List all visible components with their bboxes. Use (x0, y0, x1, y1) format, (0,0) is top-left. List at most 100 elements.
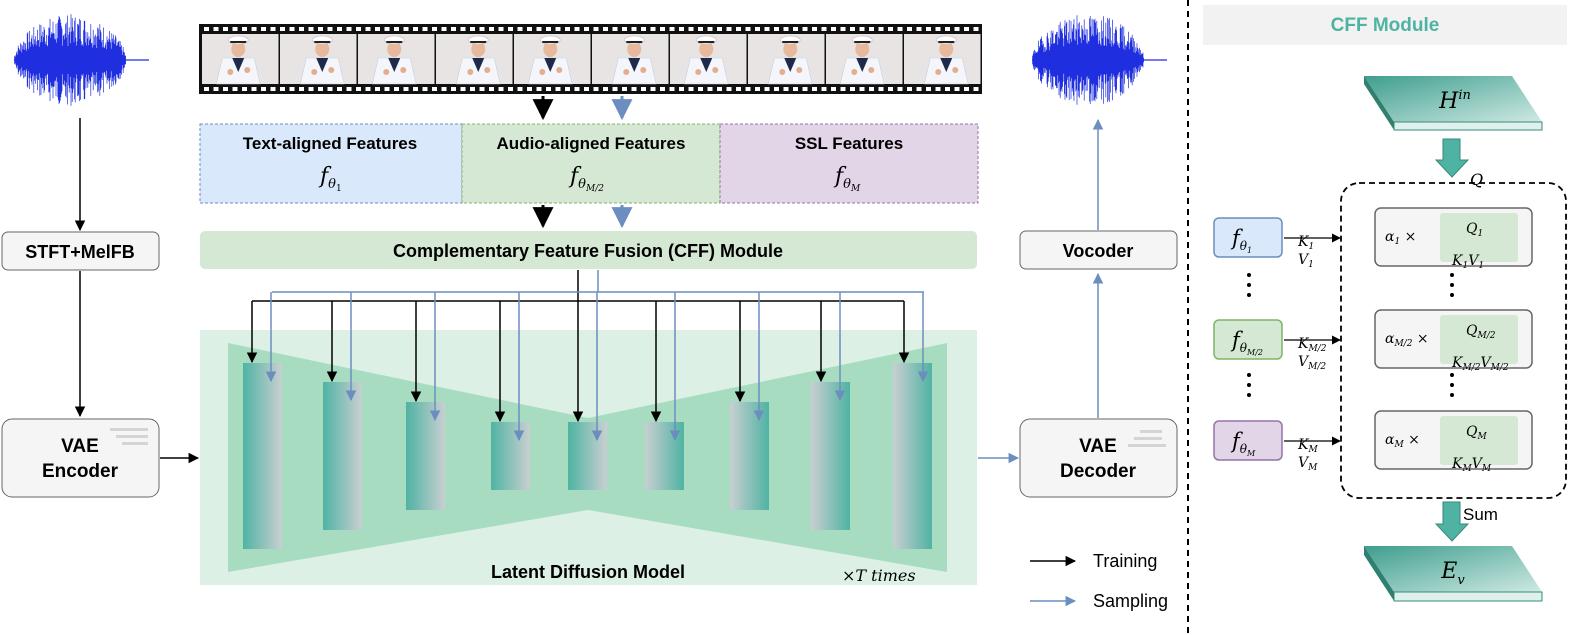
key-label: KM/2 (1297, 336, 1327, 354)
film-perforation (916, 87, 922, 91)
value-label: VM/2 (1298, 354, 1326, 372)
film-perforation (793, 27, 798, 31)
film-perforation (375, 27, 380, 31)
vae-decoder-box: VAE Decoder (1019, 418, 1178, 498)
film-perforation (213, 87, 219, 91)
film-perforation (413, 27, 418, 31)
sum-label: Sum (1463, 505, 1498, 524)
film-perforation (859, 27, 865, 31)
film-perforation (935, 87, 941, 91)
film-perforation (717, 27, 722, 31)
film-perforation (698, 27, 703, 31)
text-aligned-features-box: Text-aligned Features fθ1 (199, 123, 463, 204)
film-perforation (764, 87, 770, 91)
feature-symbol: fθ1 (1230, 226, 1252, 255)
q-sub-label: QM/2 (1466, 323, 1496, 341)
film-perforation (441, 27, 447, 31)
film-perforation (869, 27, 874, 31)
film-perforation (356, 87, 361, 91)
film-perforation (964, 27, 969, 31)
film-perforation (223, 27, 228, 31)
ssl-features-box: SSL Features fθM (719, 123, 979, 204)
film-perforation (337, 87, 342, 91)
qkv-box (1440, 416, 1518, 465)
film-perforation (964, 87, 969, 91)
unet-block (243, 363, 282, 549)
q-sub-label: QM (1466, 424, 1487, 442)
film-perforation (916, 27, 922, 31)
film-perforation (669, 87, 675, 91)
film-perforation (565, 27, 570, 31)
video-frame (670, 34, 747, 85)
film-perforation (337, 27, 342, 31)
kv-product-label: K1V1 (1451, 253, 1484, 271)
film-perforation (508, 27, 513, 31)
film-perforation (346, 27, 352, 31)
key-label: KM (1297, 437, 1318, 455)
ellipsis-dots (1450, 273, 1454, 297)
film-perforation (403, 27, 409, 31)
film-perforation (802, 27, 808, 31)
h-in-label: Hin (1438, 88, 1471, 114)
film-perforation (973, 27, 979, 31)
unet-block (811, 382, 850, 530)
film-perforation (631, 27, 637, 31)
unet-block (323, 382, 362, 530)
output-waveform (1032, 15, 1167, 105)
film-perforation (517, 27, 523, 31)
film-perforation (470, 27, 475, 31)
film-perforation (394, 27, 399, 31)
film-perforation (574, 87, 580, 91)
film-perforation (384, 87, 390, 91)
film-perforation (736, 87, 741, 91)
vocoder-box: Vocoder (1019, 230, 1178, 270)
audio-aligned-features-box: Audio-aligned Features fθM/2 (461, 123, 721, 204)
film-perforation (698, 87, 703, 91)
film-perforation (308, 87, 314, 91)
film-perforation (584, 27, 589, 31)
film-perforation (755, 87, 760, 91)
film-perforation (660, 87, 665, 91)
qkv-box (1440, 213, 1518, 262)
key-label: K1 (1297, 234, 1314, 252)
video-frame (514, 34, 591, 85)
film-perforation (660, 27, 665, 31)
film-perforation (812, 27, 817, 31)
kv-product-label: KM/2VM/2 (1451, 355, 1509, 373)
feature-box (1213, 319, 1283, 360)
film-perforation (707, 87, 713, 91)
alpha-label: α1 × (1385, 229, 1416, 247)
film-perforation (764, 27, 770, 31)
film-perforation (897, 87, 903, 91)
film-perforation (650, 27, 656, 31)
film-perforation (878, 87, 884, 91)
film-perforation (213, 27, 219, 31)
film-perforation (375, 87, 380, 91)
film-perforation (821, 27, 827, 31)
film-perforation (299, 87, 304, 91)
film-perforation (935, 27, 941, 31)
cff-module-bar: Complementary Feature Fusion (CFF) Modul… (200, 231, 977, 269)
film-perforation (413, 87, 418, 91)
q-label: Q (1470, 170, 1483, 189)
value-label: VM (1298, 455, 1318, 473)
film-perforation (470, 87, 475, 91)
film-perforation (508, 87, 513, 91)
film-perforation (622, 27, 627, 31)
film-perforation (593, 27, 599, 31)
film-perforation (270, 27, 276, 31)
vocoder-label: Vocoder (1063, 241, 1134, 261)
film-perforation (327, 27, 333, 31)
film-perforation (954, 27, 960, 31)
film-perforation (612, 27, 618, 31)
film-perforation (717, 87, 722, 91)
film-perforation (280, 27, 285, 31)
film-perforation (299, 27, 304, 31)
film-perforation (289, 27, 295, 31)
film-perforation (907, 27, 912, 31)
film-perforation (688, 27, 694, 31)
ldm-label: Latent Diffusion Model (491, 562, 685, 582)
audio-aligned-title: Audio-aligned Features (497, 134, 686, 153)
kv-product-label: KMVM (1451, 456, 1492, 474)
